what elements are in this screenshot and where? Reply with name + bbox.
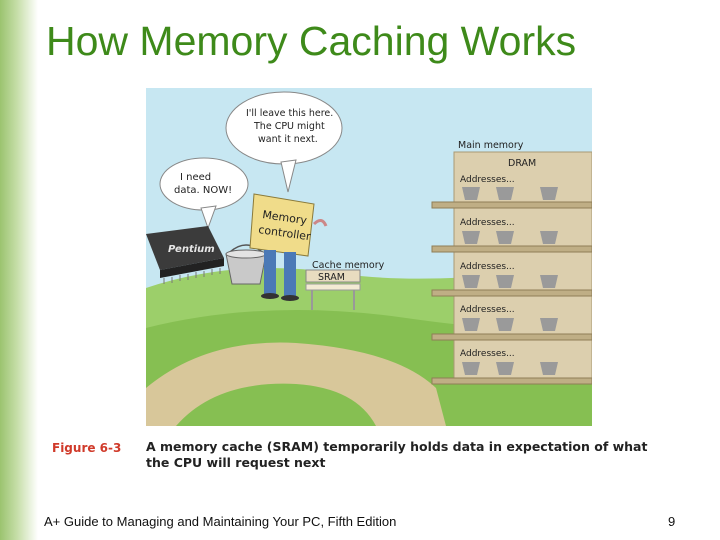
controller-speech-line-2: The CPU might xyxy=(253,121,325,132)
cpu-speech-line-1: I need xyxy=(180,172,211,183)
cpu-speech-bubble: I need data. NOW! xyxy=(159,157,249,230)
main-memory-shelves: Main memory DRAM Addresses... Addresses.… xyxy=(431,140,592,385)
cpu-speech-line-2: data. NOW! xyxy=(174,185,232,196)
controller-speech-line-1: I'll leave this here. xyxy=(246,108,333,119)
slide-footer: A+ Guide to Managing and Maintaining You… xyxy=(44,514,397,529)
cpu-chip: Pentium xyxy=(146,226,224,284)
shelf-row-4: Addresses... xyxy=(431,305,592,341)
decorative-sidebar xyxy=(0,0,38,540)
cpu-chip-label: Pentium xyxy=(168,244,215,255)
slide-title: How Memory Caching Works xyxy=(46,18,577,64)
shelf-row-1: Addresses... xyxy=(431,175,592,209)
illustration-svg: I need data. NOW! I'll leave this here. … xyxy=(146,88,592,426)
memory-caching-illustration: I need data. NOW! I'll leave this here. … xyxy=(146,88,592,426)
page-number: 9 xyxy=(668,514,676,529)
figure-caption-text: A memory cache (SRAM) temporarily holds … xyxy=(146,439,648,470)
sram-label: SRAM xyxy=(318,272,345,283)
shelf-row-3: Addresses... xyxy=(431,262,592,297)
figure-caption: Figure 6-3 A memory cache (SRAM) tempora… xyxy=(52,439,672,475)
shelf-address-label: Addresses... xyxy=(460,262,515,272)
shelf-address-label: Addresses... xyxy=(460,305,515,315)
figure-label: Figure 6-3 xyxy=(52,441,122,455)
shelf-row-5: Addresses... xyxy=(431,349,592,385)
dram-label: DRAM xyxy=(508,158,536,169)
memory-controller-figure: Memory controller xyxy=(249,193,328,301)
shelf-address-label: Addresses... xyxy=(460,175,515,185)
controller-sign-line-1: Memory xyxy=(262,208,309,227)
shelf-row-2: Addresses... xyxy=(431,218,592,253)
cache-memory-table: Cache memory SRAM xyxy=(305,260,385,310)
controller-speech-bubble: I'll leave this here. The CPU might want… xyxy=(225,91,343,193)
shelf-address-label: Addresses... xyxy=(460,218,515,228)
data-bucket xyxy=(225,244,267,285)
shelf-address-label: Addresses... xyxy=(460,349,515,359)
dirt-road xyxy=(146,342,446,426)
controller-speech-line-3: want it next. xyxy=(258,134,318,145)
main-memory-label: Main memory xyxy=(458,140,524,151)
cache-memory-label: Cache memory xyxy=(312,260,385,271)
